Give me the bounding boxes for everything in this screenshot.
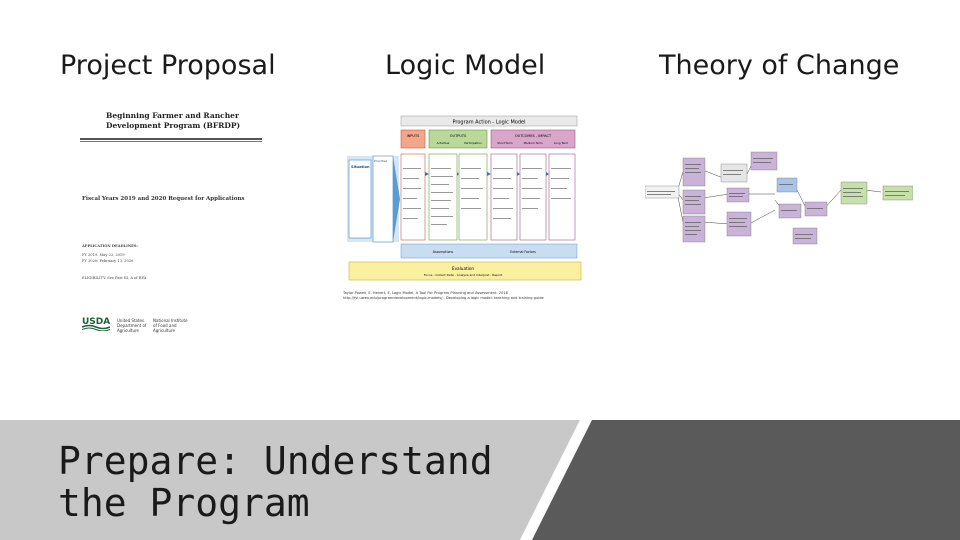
title-rule-thin (80, 141, 262, 142)
usda-department-name: United States Department of Agriculture (117, 318, 147, 333)
rfa-subtitle: Fiscal Years 2019 and 2020 Request for A… (82, 196, 245, 202)
slide-title-line2: the Program (58, 481, 310, 525)
heading-project-proposal: Project Proposal (60, 50, 276, 81)
outputs-header: OUTPUTS (450, 134, 467, 138)
deadline-2: FY 2020: February 13, 2020 (82, 259, 134, 263)
theory-of-change-diagram (645, 151, 913, 245)
slide-title-line1: Prepare: Understand (58, 439, 493, 483)
situation-label: Situation (351, 165, 370, 169)
banner-dark-panel (532, 420, 960, 540)
outputs-participation: Participation (464, 141, 482, 145)
citation-line2: http://fyi.uwex.edu/programdevelopment/l… (343, 296, 544, 300)
evaluation-sub: Focus - Collect Data - Analyze and Inter… (424, 273, 503, 277)
outputs-activities: Activities (437, 141, 450, 145)
proposal-document-thumbnail: Beginning Farmer and Rancher Development… (80, 108, 280, 344)
slide-title: Prepare: Understand the Program (58, 440, 493, 524)
program-title-line2: Development Program (BFRDP) (106, 121, 241, 130)
title-rule (80, 138, 262, 140)
assumptions-label: Assumptions (433, 250, 454, 254)
citation-line1: Taylor-Powell, E. Henert, E. Logic Model… (343, 291, 508, 295)
evaluation-label: Evaluation (452, 266, 474, 271)
heading-theory-of-change: Theory of Change (659, 50, 900, 81)
heading-logic-model: Logic Model (385, 50, 546, 81)
banner-light-panel (0, 420, 580, 540)
outcomes-medium: Medium Term (524, 141, 543, 145)
outcomes-short: Short Term (497, 141, 512, 145)
logic-model-diagram: Program Action - Logic Model INPUTS OUTP… (347, 115, 582, 281)
deadline-1: FY 2019: May 23, 2019 (82, 253, 125, 257)
title-banner (0, 420, 960, 540)
program-title: Beginning Farmer and Rancher Development… (106, 111, 240, 131)
usda-logo-icon: USDA (82, 317, 110, 331)
outcomes-long: Long Term (554, 141, 569, 145)
logic-model-citation: Taylor-Powell, E. Henert, E. Logic Model… (343, 291, 583, 301)
logic-model-header: Program Action - Logic Model (453, 120, 526, 126)
program-title-line1: Beginning Farmer and Rancher (106, 111, 239, 120)
external-factors-label: External Factors (510, 250, 536, 254)
deadlines-label: APPLICATION DEADLINES: (82, 244, 138, 248)
outcomes-header: OUTCOMES - IMPACT (515, 134, 552, 138)
banner-divider (520, 420, 592, 540)
svg-text:USDA: USDA (82, 317, 110, 327)
inputs-header: INPUTS (407, 134, 420, 138)
nifa-name: National Institute of Food and Agricultu… (153, 318, 188, 333)
priorities-label: Priorities (374, 159, 388, 163)
eligibility: ELIGIBILITY: See Part III, A of RFA (82, 276, 147, 280)
